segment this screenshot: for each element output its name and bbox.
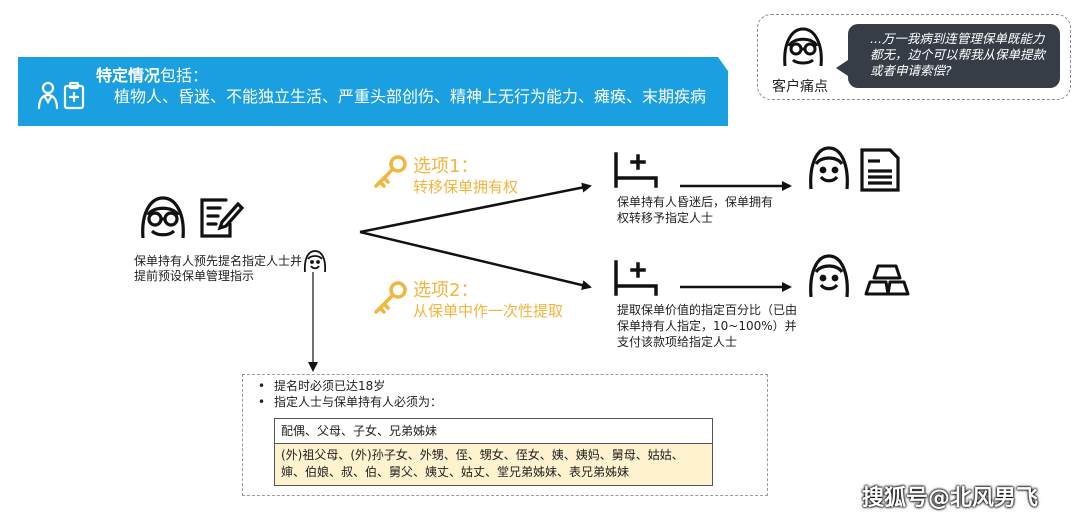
- condition-list: •提名时必须已达18岁 •指定人士与保单持有人必须为：: [258, 378, 442, 410]
- condition-banner: [18, 57, 728, 126]
- smiling-person-icon: [303, 250, 327, 273]
- gold-bars-icon: [864, 264, 910, 296]
- pain-point-label: 客户痛点: [772, 79, 828, 95]
- smiling-person-icon: [809, 146, 849, 190]
- arrow-option1: [359, 182, 592, 234]
- pain-point-box: [757, 14, 1071, 100]
- relation-extended-row: (外)祖父母、(外)孙子女、外甥、侄、甥女、侄女、姨、姨妈、舅母、姑姑、婶、伯娘…: [274, 444, 713, 486]
- option1-subtitle: 转移保单拥有权: [413, 178, 519, 196]
- hospital-bed-icon: [614, 152, 658, 188]
- option1-description: 保单持有人昏迷后，保单拥有权转移予指定人士: [617, 195, 774, 225]
- holder-description: 保单持有人预先提名指定人士并提前预设保单管理指示: [134, 254, 303, 283]
- watermark: 搜狐号@北风男飞: [862, 486, 1039, 511]
- pain-point-quote: ...万一我病到连管理保单既能力都无，边个可以帮我从保单提款或者申请索偿?: [870, 31, 1046, 78]
- caregiver-clipboard-icon: [37, 81, 85, 110]
- document-pen-icon: [200, 198, 245, 238]
- arrow-option2: [359, 230, 592, 291]
- person-glasses-icon: [783, 27, 823, 67]
- option2-description: 提取保单价值的指定百分比（已由保单持有人指定，10~100%）并支付该款项给指定…: [617, 303, 798, 349]
- banner-title: 特定情况包括：: [96, 66, 209, 85]
- key-icon: [374, 281, 407, 314]
- option1-title: 选项1：: [413, 156, 479, 177]
- nominee-conditions-box: [242, 374, 768, 496]
- hospital-bed-icon: [614, 260, 658, 296]
- speech-bubble: ...万一我病到连管理保单既能力都无，边个可以帮我从保单提款或者申请索偿?: [836, 24, 1060, 88]
- person-glasses-icon: [141, 196, 185, 239]
- bill-icon: [860, 148, 900, 192]
- condition-item: •提名时必须已达18岁: [258, 379, 386, 393]
- smiling-person-icon: [809, 254, 849, 298]
- option2-title: 选项2：: [413, 280, 479, 301]
- banner-conditions: 植物人、昏迷、不能独立生活、严重头部创伤、精神上无行为能力、瘫痪、末期疾病: [114, 87, 707, 106]
- relation-primary-row: 配偶、父母、子女、兄弟姊妹: [274, 418, 713, 444]
- option2-subtitle: 从保单中作一次性提取: [413, 302, 564, 320]
- condition-item: •指定人士与保单持有人必须为：: [258, 395, 443, 409]
- key-icon: [374, 155, 407, 188]
